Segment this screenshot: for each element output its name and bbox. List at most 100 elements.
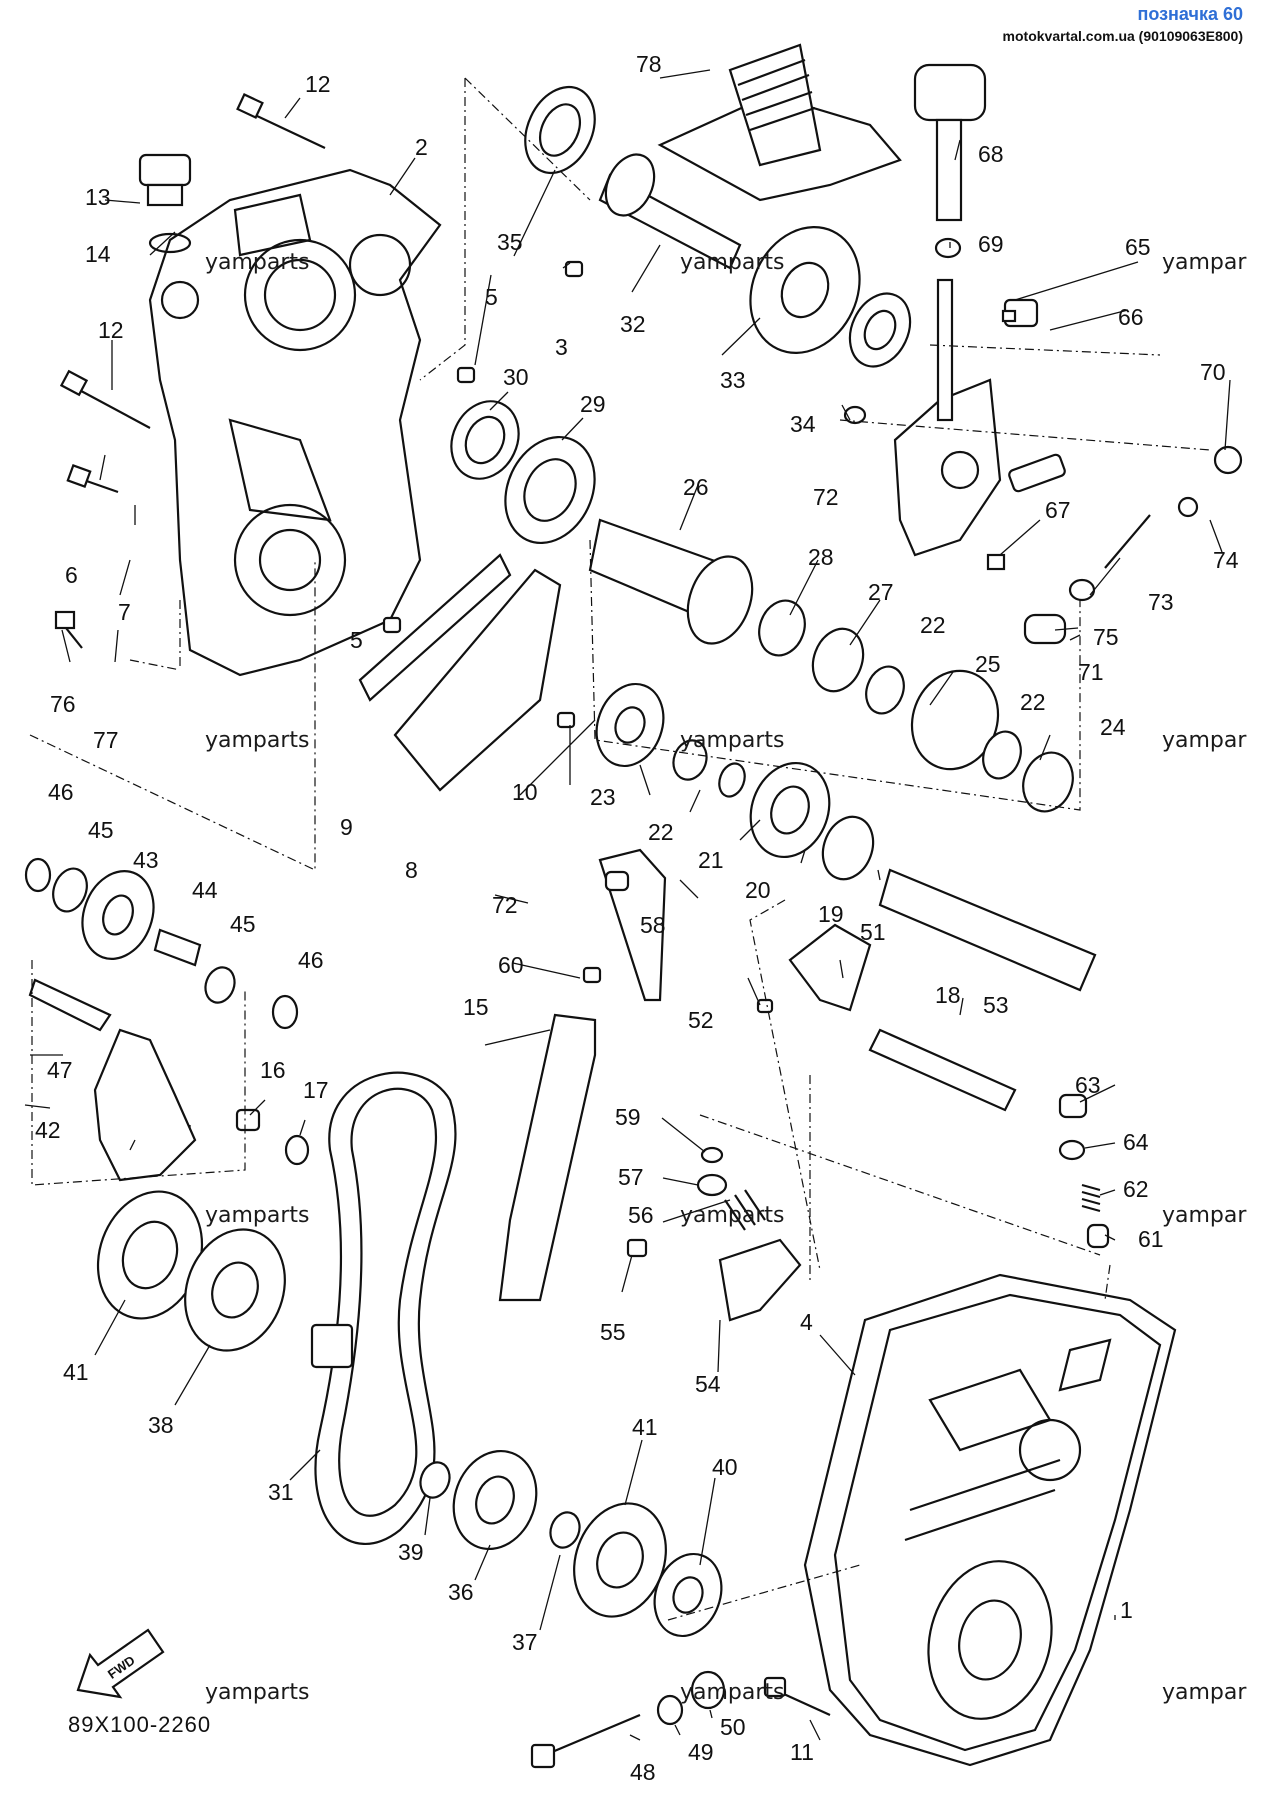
callout-7: 7 <box>118 599 131 625</box>
callout-63: 63 <box>1075 1072 1101 1098</box>
watermark: yamparts <box>205 728 310 753</box>
callout-34: 34 <box>790 411 816 437</box>
callout-36: 36 <box>448 1579 474 1605</box>
callout-50: 50 <box>720 1714 746 1740</box>
callout-39: 39 <box>398 1539 424 1565</box>
tensioner-assembly <box>24 857 310 1182</box>
callout-18: 18 <box>935 982 961 1008</box>
callout-1: 1 <box>1120 1597 1133 1623</box>
callout-43: 43 <box>133 847 159 873</box>
callout-8: 8 <box>405 857 418 883</box>
callout-41b: 41 <box>632 1414 658 1440</box>
callout-55: 55 <box>600 1319 626 1345</box>
callout-numbers: 12 2 13 14 35 3 5 12 30 29 6 7 5 76 77 9… <box>35 51 1239 1785</box>
callout-12b: 12 <box>98 317 124 343</box>
callout-22a: 22 <box>920 612 946 638</box>
callout-11: 11 <box>790 1739 814 1765</box>
callout-25: 25 <box>975 651 1001 677</box>
callout-37: 37 <box>512 1629 538 1655</box>
watermark: yampar <box>1162 1203 1247 1228</box>
shift-lever-parts <box>626 1146 802 1322</box>
gears-upper <box>598 153 912 425</box>
callout-32: 32 <box>620 311 646 337</box>
callout-21: 21 <box>698 847 724 873</box>
callout-33: 33 <box>720 367 746 393</box>
callout-27: 27 <box>868 579 894 605</box>
callout-45b: 45 <box>230 911 256 937</box>
callout-10: 10 <box>512 779 538 805</box>
bearing-gear-lower-left <box>96 1190 286 1352</box>
bearings-lower-middle <box>419 1449 723 1638</box>
callout-16: 16 <box>260 1057 286 1083</box>
callout-46b: 46 <box>298 947 324 973</box>
callout-76: 76 <box>50 691 76 717</box>
watermark: yamparts <box>680 250 785 275</box>
left-case-cover <box>148 168 442 677</box>
callout-58: 58 <box>640 912 666 938</box>
callout-4: 4 <box>800 1309 813 1335</box>
lower-fasteners <box>530 1670 831 1769</box>
diagram-code: 89X100-2260 <box>68 1712 212 1737</box>
right-crankcase <box>803 1273 1177 1767</box>
callout-31: 31 <box>268 1479 294 1505</box>
callout-6: 6 <box>65 562 78 588</box>
callout-74: 74 <box>1213 547 1239 573</box>
callout-3: 3 <box>555 334 568 360</box>
watermark: yamparts <box>680 1680 785 1705</box>
callout-28: 28 <box>808 544 834 570</box>
shift-mechanism-upper-right <box>893 278 1243 645</box>
gaskets <box>358 553 562 792</box>
callout-77: 77 <box>93 727 119 753</box>
gear-cluster-23 <box>556 682 1097 992</box>
callout-68: 68 <box>978 141 1004 167</box>
callout-44: 44 <box>192 877 218 903</box>
callout-13: 13 <box>85 184 111 210</box>
shift-boot <box>657 43 902 202</box>
callout-52: 52 <box>688 1007 714 1033</box>
watermark: yamparts <box>205 1680 310 1705</box>
callout-70: 70 <box>1200 359 1226 385</box>
callout-61: 61 <box>1138 1226 1164 1252</box>
watermark: yamparts <box>205 1203 310 1228</box>
callout-71: 71 <box>1078 659 1104 685</box>
callout-66: 66 <box>1118 304 1144 330</box>
callout-75: 75 <box>1093 624 1119 650</box>
callout-64: 64 <box>1123 1129 1149 1155</box>
shift-fork-assembly <box>582 848 1017 1112</box>
watermark: yamparts <box>205 250 310 275</box>
callout-40: 40 <box>712 1454 738 1480</box>
callout-5b: 5 <box>350 627 363 653</box>
callout-48: 48 <box>630 1759 656 1785</box>
fwd-arrow-icon: FWD <box>76 1628 165 1699</box>
callout-45a: 45 <box>88 817 114 843</box>
page-mark: позначка 60 <box>1137 4 1243 24</box>
callout-35: 35 <box>497 229 523 255</box>
callout-57: 57 <box>618 1164 644 1190</box>
callout-41a: 41 <box>63 1359 89 1385</box>
watermark: yampar <box>1162 250 1247 275</box>
shaft-assembly-26 <box>588 518 1074 813</box>
watermark: yamparts <box>680 1203 785 1228</box>
callout-69: 69 <box>978 231 1004 257</box>
callout-23: 23 <box>590 784 616 810</box>
callout-15: 15 <box>463 994 489 1020</box>
chain-guide <box>498 1013 597 1302</box>
bearings-upper-left <box>382 85 596 634</box>
watermark: yamparts <box>680 728 785 753</box>
callout-22c: 22 <box>648 819 674 845</box>
callout-19: 19 <box>818 901 844 927</box>
callout-22b: 22 <box>1020 689 1046 715</box>
callout-14: 14 <box>85 241 111 267</box>
assembly-lines <box>29 77 1211 1621</box>
callout-20: 20 <box>745 877 771 903</box>
callout-56: 56 <box>628 1202 654 1228</box>
callout-5a: 5 <box>485 284 498 310</box>
callout-73: 73 <box>1148 589 1174 615</box>
callout-12a: 12 <box>305 71 331 97</box>
callout-9: 9 <box>340 814 353 840</box>
callout-49: 49 <box>688 1739 714 1765</box>
callout-62: 62 <box>1123 1176 1149 1202</box>
source-label: motokvartal.com.ua (90109063E800) <box>1002 28 1243 44</box>
callout-42: 42 <box>35 1117 61 1143</box>
